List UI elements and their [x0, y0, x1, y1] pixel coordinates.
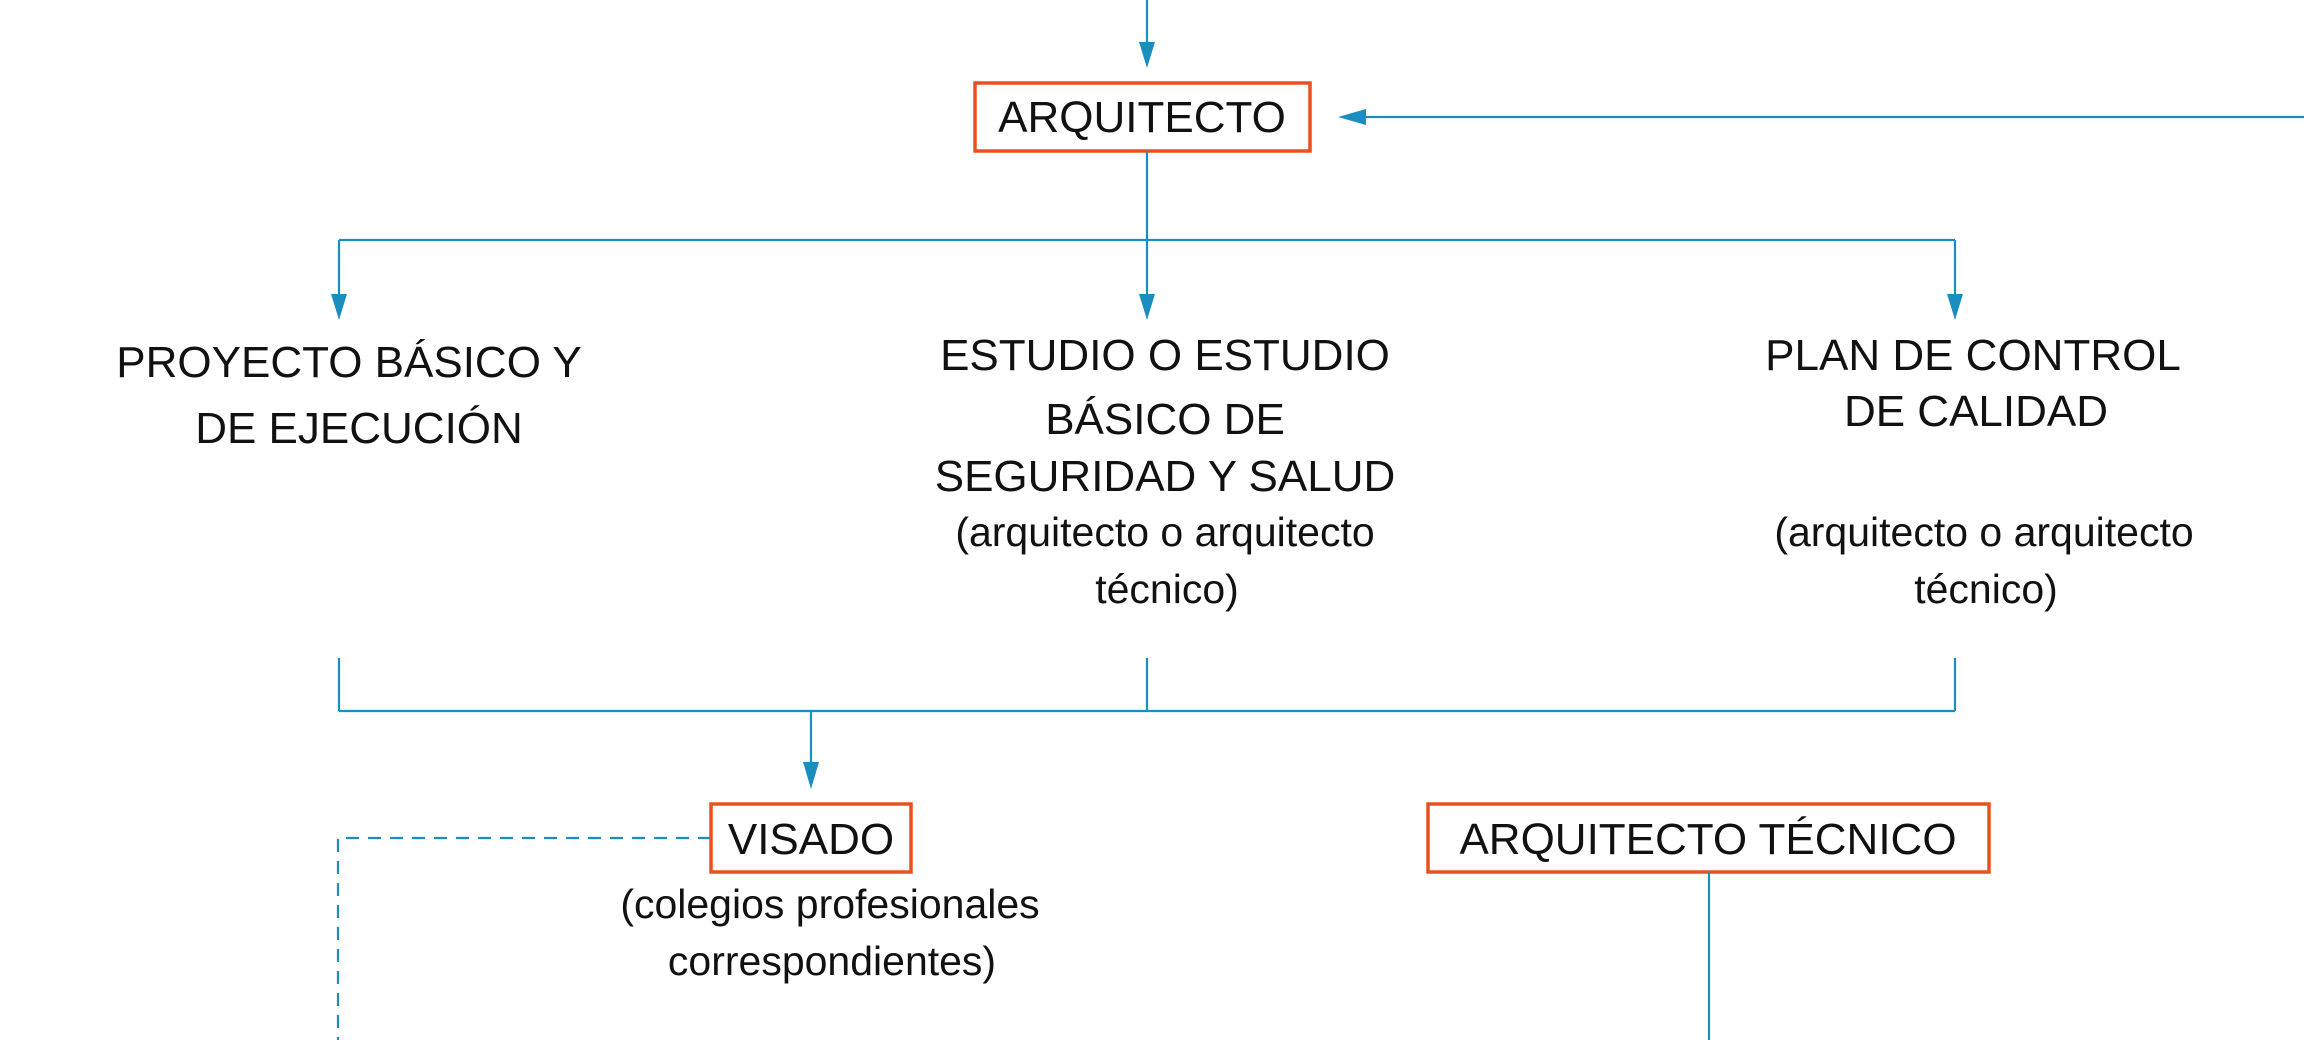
- node-visado-note-2: correspondientes): [668, 938, 996, 984]
- node-proyecto: PROYECTO BÁSICO Y DE EJECUCIÓN: [116, 338, 581, 453]
- connector-arquitecto-to-documents: [331, 151, 1963, 320]
- connector-documents-to-visado: [337, 658, 1957, 789]
- node-arquitecto-label: ARQUITECTO: [998, 93, 1286, 142]
- node-visado: VISADO (colegios profesionales correspon…: [620, 802, 1040, 984]
- node-visado-box: [709, 802, 913, 874]
- node-estudio-note-1: (arquitecto o arquitecto: [955, 509, 1374, 555]
- connector-top-to-arquitecto: [1139, 0, 1155, 68]
- node-estudio-line-3: SEGURIDAD Y SALUD: [935, 452, 1396, 501]
- node-arquitecto-tecnico: ARQUITECTO TÉCNICO: [1426, 802, 1991, 874]
- node-estudio-note-2: técnico): [1095, 566, 1239, 612]
- node-arquitecto-box: [973, 81, 1312, 153]
- node-estudio-line-2: BÁSICO DE: [1045, 395, 1285, 444]
- node-proyecto-line-1: PROYECTO BÁSICO Y: [116, 338, 581, 387]
- node-plan-line-2: DE CALIDAD: [1844, 387, 2108, 436]
- node-estudio: ESTUDIO O ESTUDIO BÁSICO DE SEGURIDAD Y …: [935, 331, 1396, 612]
- node-proyecto-line-2: DE EJECUCIÓN: [195, 404, 523, 453]
- node-plan-line-1: PLAN DE CONTROL: [1765, 331, 2181, 380]
- node-arquitecto: ARQUITECTO: [973, 81, 1312, 153]
- node-visado-note-1: (colegios profesionales: [620, 881, 1039, 927]
- node-plan-note-1: (arquitecto o arquitecto: [1774, 509, 2193, 555]
- connector-visado-dashed: [336, 836, 711, 1040]
- node-plan-note-2: técnico): [1914, 566, 2058, 612]
- node-visado-label: VISADO: [728, 815, 894, 864]
- node-arquitecto-tecnico-label: ARQUITECTO TÉCNICO: [1459, 815, 1956, 864]
- connector-right-to-arquitecto: [1338, 109, 2304, 125]
- node-plan: PLAN DE CONTROL DE CALIDAD (arquitecto o…: [1765, 331, 2194, 612]
- node-estudio-line-1: ESTUDIO O ESTUDIO: [940, 331, 1390, 380]
